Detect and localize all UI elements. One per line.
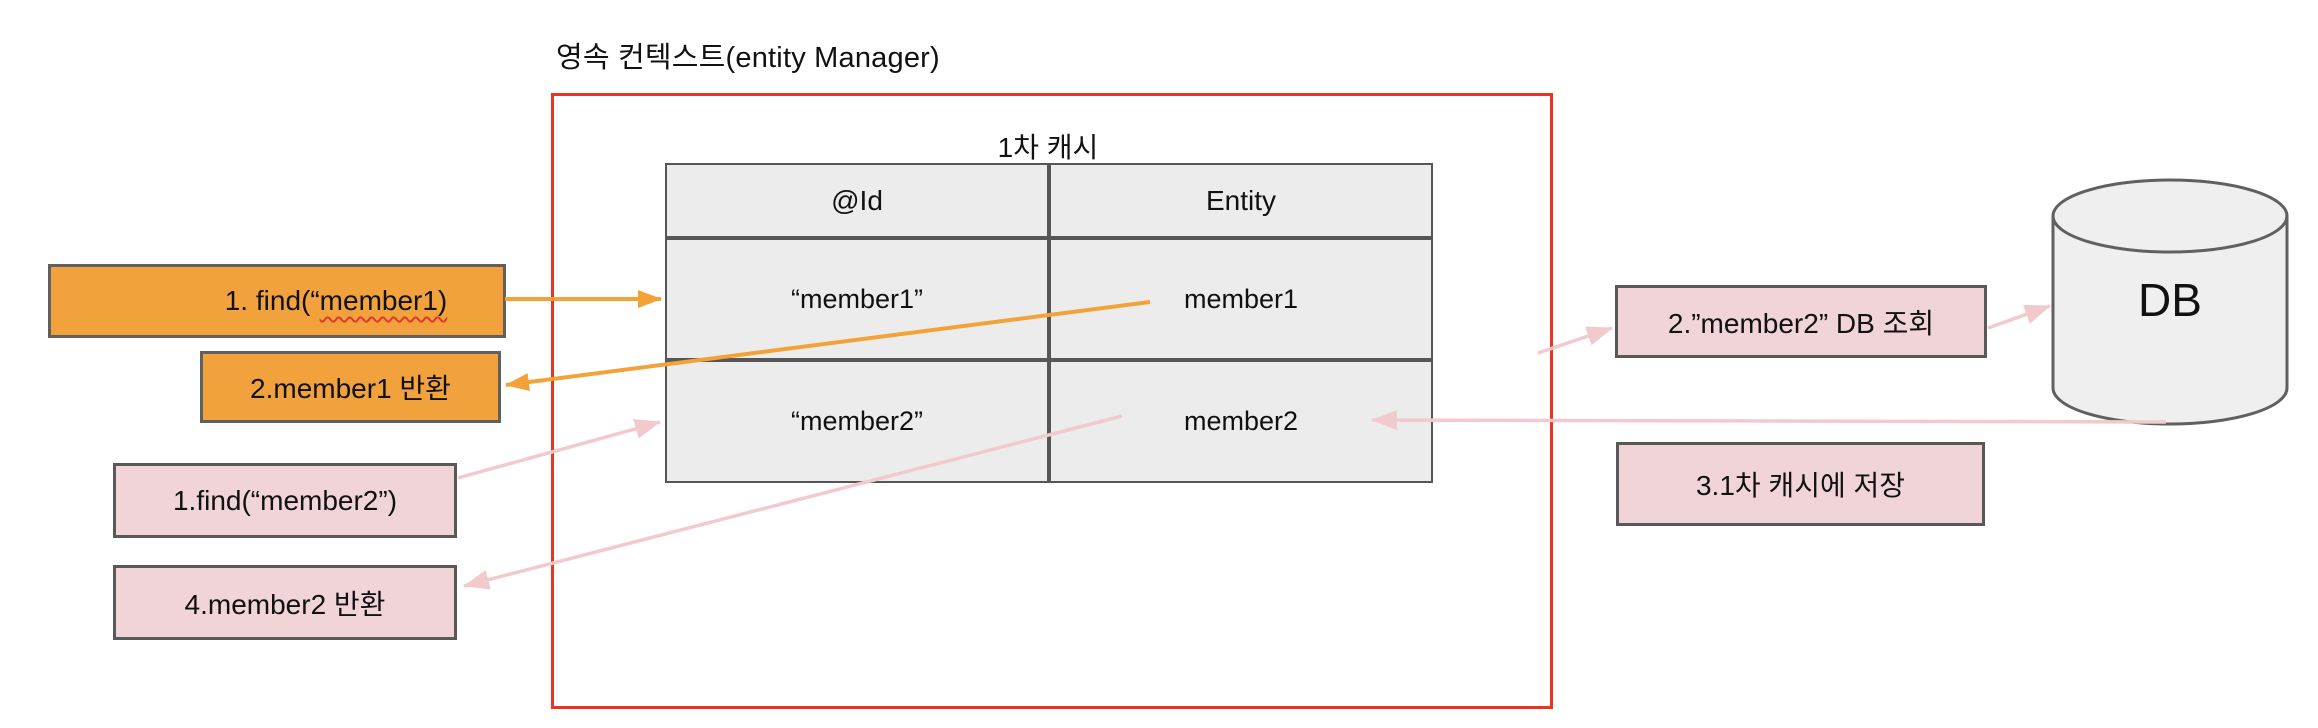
return-member1-label: 2.member1 반환 (250, 373, 451, 404)
return-member2-box: 4.member2 반환 (113, 565, 457, 640)
cache-table: @Id Entity “member1” member1 “member2” m… (665, 163, 1433, 483)
persistence-context-boundary (551, 93, 1553, 709)
arrow-db-lookup-to-db-icon (1987, 304, 2051, 330)
db-label: DB (2138, 274, 2202, 326)
cache-store-box: 3.1차 캐시에 저장 (1616, 442, 1985, 526)
find-member2-box: 1.find(“member2”) (113, 463, 457, 538)
find-member2-label: 1.find(“member2”) (172, 484, 398, 516)
find-member1-box: 1. find(“member1) (48, 264, 506, 338)
cache-table-header-entity: Entity (1049, 163, 1433, 238)
cache-table-header-id: @Id (665, 163, 1049, 238)
table-row: “member2” member2 (665, 360, 1433, 483)
return-member2-label: 4.member2 반환 (184, 588, 386, 620)
find-member1-label: 1. find(“ (224, 285, 320, 316)
table-row: “member1” member1 (665, 238, 1433, 360)
cell-member2-id: “member2” (665, 360, 1049, 483)
find-member1-label-misspelled: member1) (319, 285, 448, 316)
persistence-context-title: 영속 컨텍스트(entity Manager) (556, 42, 940, 74)
db-lookup-label: 2.”member2” DB 조회 (1667, 307, 1935, 339)
return-member1-box: 2.member1 반환 (200, 351, 501, 423)
cache-table-header-row: @Id Entity (665, 163, 1433, 238)
cell-member1-entity: member1 (1049, 238, 1433, 360)
cell-member2-entity: member2 (1049, 360, 1433, 483)
db-lookup-box: 2.”member2” DB 조회 (1615, 285, 1987, 358)
first-level-cache-label: 1차 캐시 (997, 132, 1099, 163)
cell-member1-id: “member1” (665, 238, 1049, 360)
cache-store-label: 3.1차 캐시에 저장 (1695, 470, 1906, 501)
